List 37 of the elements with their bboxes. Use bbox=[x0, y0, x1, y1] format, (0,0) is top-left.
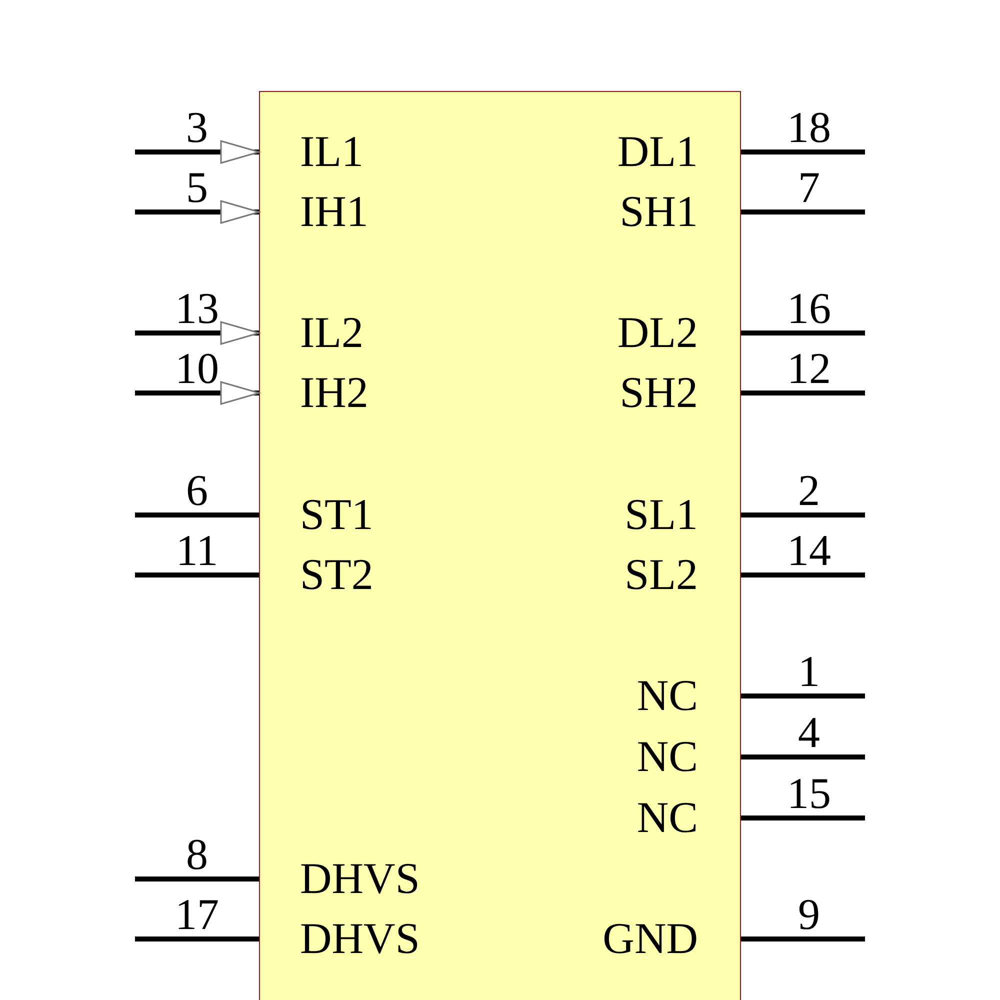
pin-number: 17 bbox=[174, 893, 220, 937]
pin-number: 9 bbox=[797, 893, 821, 937]
pin-name: IL1 bbox=[300, 130, 364, 174]
pin-number: 13 bbox=[174, 287, 220, 331]
pin-name: NC bbox=[636, 674, 698, 718]
pin-number: 10 bbox=[174, 347, 220, 391]
pin-name: NC bbox=[636, 796, 698, 840]
chip-body bbox=[259, 91, 741, 1000]
pin-number: 2 bbox=[797, 469, 821, 513]
pin-name: IH1 bbox=[300, 190, 368, 234]
pin-name: DHVS bbox=[300, 917, 420, 961]
pin-number: 11 bbox=[174, 529, 220, 573]
pin-name: SH1 bbox=[620, 190, 698, 234]
pin-name: IL2 bbox=[300, 311, 364, 355]
pin-name: IH2 bbox=[300, 371, 368, 415]
pin-name: ST1 bbox=[300, 493, 374, 537]
pin-name: DL1 bbox=[617, 130, 698, 174]
pin-number: 6 bbox=[185, 469, 209, 513]
pin-number: 4 bbox=[797, 711, 821, 755]
pin-number: 16 bbox=[786, 287, 832, 331]
pin-number: 18 bbox=[786, 106, 832, 150]
pin-name: ST2 bbox=[300, 553, 374, 597]
pin-name: SH2 bbox=[620, 371, 698, 415]
pin-number: 5 bbox=[185, 166, 209, 210]
pin-number: 1 bbox=[797, 650, 821, 694]
pin-name: SL2 bbox=[624, 553, 698, 597]
pin-number: 15 bbox=[786, 772, 832, 816]
pin-name: DL2 bbox=[617, 311, 698, 355]
pin-number: 7 bbox=[797, 166, 821, 210]
pin-name: DHVS bbox=[300, 857, 420, 901]
pin-name: NC bbox=[636, 735, 698, 779]
pin-number: 14 bbox=[786, 529, 832, 573]
pin-number: 3 bbox=[185, 106, 209, 150]
pin-number: 8 bbox=[185, 833, 209, 877]
pin-name: GND bbox=[602, 917, 698, 961]
pin-number: 12 bbox=[786, 347, 832, 391]
pin-name: SL1 bbox=[624, 493, 698, 537]
